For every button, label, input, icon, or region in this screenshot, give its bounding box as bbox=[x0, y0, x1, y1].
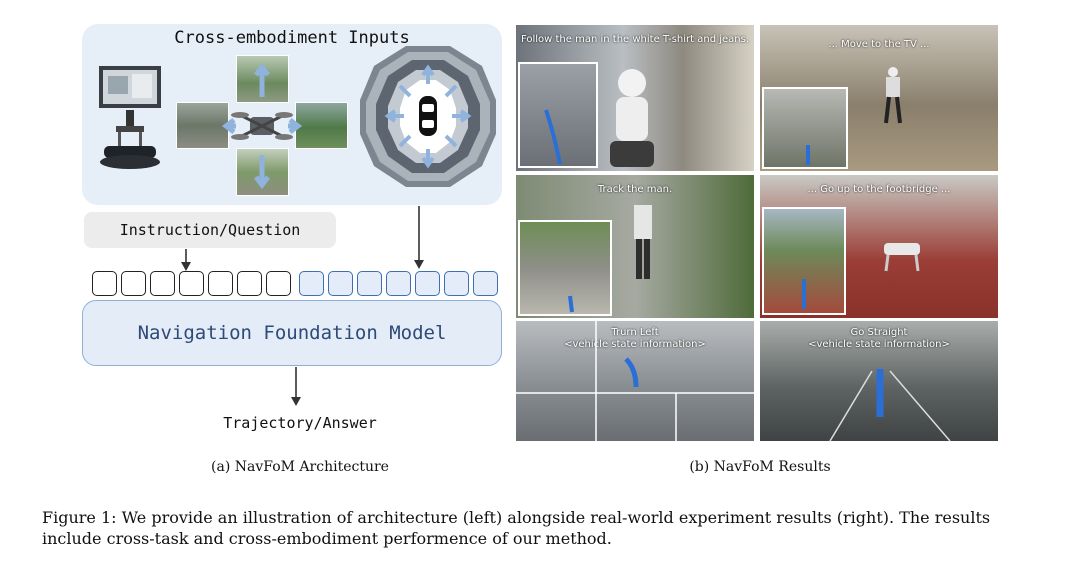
trajectory-path bbox=[568, 295, 574, 313]
navigation-foundation-model-box bbox=[82, 300, 502, 366]
arrow-head-output bbox=[291, 397, 301, 406]
road-view bbox=[829, 369, 951, 441]
arrow-head-inputs bbox=[414, 260, 424, 269]
multi-camera-views bbox=[516, 321, 754, 441]
inputs-title: Cross-embodiment Inputs bbox=[174, 28, 410, 48]
person-image bbox=[634, 205, 652, 279]
text-token bbox=[150, 271, 175, 296]
panel-instruction-text: Trurn Left bbox=[611, 327, 659, 338]
result-panel-follow: Follow the man in the white T-shirt and … bbox=[516, 25, 754, 171]
inset-view bbox=[762, 87, 848, 169]
result-panel-go-straight: Go Straight <vehicle state information> bbox=[760, 321, 998, 441]
visual-token bbox=[444, 271, 469, 296]
result-panel-track: Track the man. bbox=[516, 175, 754, 318]
text-token bbox=[266, 271, 291, 296]
subcaption-b: (b) NavFoM Results bbox=[689, 459, 831, 475]
visual-token bbox=[299, 271, 324, 296]
result-panel-turn-left: Trurn Left <vehicle state information> bbox=[516, 321, 754, 441]
visual-token bbox=[415, 271, 440, 296]
panel-state-text: <vehicle state information> bbox=[564, 339, 706, 350]
quadruped-robot-image bbox=[884, 243, 920, 272]
output-label: Trajectory/Answer bbox=[223, 414, 377, 432]
instruction-label: Instruction/Question bbox=[119, 221, 301, 239]
panel-state-text: <vehicle state information> bbox=[808, 339, 950, 350]
wheeled-robot-image bbox=[99, 66, 161, 169]
visual-token bbox=[386, 271, 411, 296]
panel-instruction-text: ... Move to the TV ... bbox=[828, 39, 930, 50]
panel-instruction-text: Follow the man in the white T-shirt and … bbox=[520, 34, 750, 45]
panel-instruction-text: Track the man. bbox=[597, 184, 673, 195]
figure-caption: Figure 1: We provide an illustration of … bbox=[42, 508, 991, 548]
visual-token bbox=[473, 271, 498, 296]
inset-view bbox=[762, 207, 846, 315]
visual-token bbox=[357, 271, 382, 296]
panel-instruction-text: ... Go up to the footbridge ... bbox=[807, 184, 951, 195]
service-robot-image bbox=[610, 69, 654, 167]
car-surround-view-image bbox=[360, 46, 496, 187]
arrow-head-instruction bbox=[181, 262, 191, 271]
panel-instruction-text: Go Straight bbox=[850, 327, 908, 338]
result-panel-move-tv: ... Move to the TV ... bbox=[760, 25, 998, 171]
text-token bbox=[179, 271, 204, 296]
humanoid-robot-image bbox=[884, 67, 902, 124]
trajectory-path bbox=[624, 357, 639, 388]
visual-token bbox=[328, 271, 353, 296]
instruction-box bbox=[84, 212, 336, 248]
text-token bbox=[121, 271, 146, 296]
drone-view-right bbox=[295, 102, 348, 149]
drone-icon bbox=[221, 62, 303, 190]
subcaption-a: (a) NavFoM Architecture bbox=[211, 459, 389, 475]
trajectory-path bbox=[544, 109, 562, 165]
inset-view bbox=[518, 62, 598, 168]
model-label: Navigation Foundation Model bbox=[137, 322, 447, 344]
inset-view bbox=[518, 220, 612, 316]
text-token bbox=[208, 271, 233, 296]
text-token bbox=[237, 271, 262, 296]
drone-view-left bbox=[176, 102, 229, 149]
text-token bbox=[92, 271, 117, 296]
result-panel-footbridge: ... Go up to the footbridge ... bbox=[760, 175, 998, 318]
flow-arrows bbox=[181, 206, 424, 406]
